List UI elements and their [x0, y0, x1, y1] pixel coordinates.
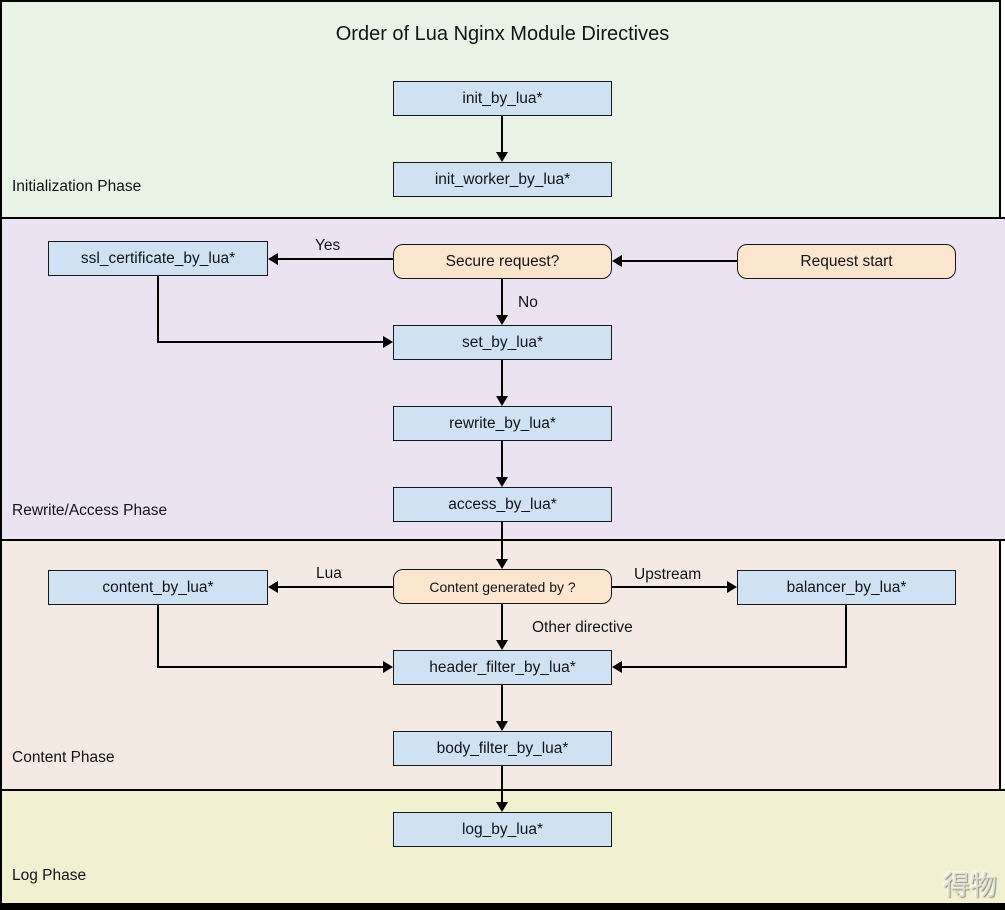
flow-node-content-generated-by: Content generated by ? — [393, 569, 612, 604]
arrowhead-icon — [612, 661, 622, 673]
arrow-secure-to-set — [501, 279, 503, 317]
arrowhead-icon — [496, 477, 508, 487]
arrow-content-by-lua-to-header-vertical — [157, 605, 159, 668]
phase-label-log: Log Phase — [12, 867, 87, 884]
arrowhead-icon — [496, 559, 508, 569]
flow-node-rewrite-by-lua: rewrite_by_lua* — [393, 406, 612, 441]
diagram-title: Order of Lua Nginx Module Directives — [335, 23, 670, 45]
edge-label-lua: Lua — [316, 565, 342, 582]
arrowhead-icon — [612, 255, 622, 267]
flow-node-content-by-lua: content_by_lua* — [48, 570, 268, 605]
arrowhead-icon — [496, 315, 508, 325]
edge-label-other-directive: Other directive — [532, 619, 633, 636]
arrow-secure-to-ssl — [278, 258, 393, 260]
edge-label-no: No — [518, 294, 538, 311]
arrowhead-icon — [383, 661, 393, 673]
arrow-set-to-rewrite — [501, 360, 503, 398]
arrow-rewrite-to-access — [501, 441, 503, 479]
edge-label-yes: Yes — [315, 237, 341, 254]
arrowhead-icon — [496, 802, 508, 812]
flow-node-access-by-lua: access_by_lua* — [393, 487, 612, 522]
flow-node-request-start: Request start — [737, 244, 956, 279]
arrowhead-icon — [268, 253, 278, 265]
arrow-ssl-to-set-vertical — [157, 276, 159, 343]
arrow-content-generated-to-content-by-lua — [278, 586, 393, 588]
phase-label-rewrite-access: Rewrite/Access Phase — [12, 502, 168, 519]
edge-label-upstream: Upstream — [634, 566, 702, 583]
arrow-request-start-to-secure — [622, 260, 737, 262]
bottom-border-bar — [0, 903, 1005, 910]
arrowhead-icon — [496, 396, 508, 406]
arrowhead-icon — [496, 640, 508, 650]
phase-label-initialization: Initialization Phase — [12, 178, 142, 195]
flow-node-init-worker-by-lua: init_worker_by_lua* — [393, 162, 612, 197]
watermark-text: 得物 — [943, 871, 997, 901]
arrow-content-generated-to-balancer — [612, 586, 728, 588]
flow-node-set-by-lua: set_by_lua* — [393, 325, 612, 360]
flow-node-secure-request: Secure request? — [393, 244, 612, 279]
flow-node-init-by-lua: init_by_lua* — [393, 81, 612, 116]
arrow-body-filter-to-log — [501, 766, 503, 804]
arrow-header-to-body-filter — [501, 685, 503, 723]
flow-node-log-by-lua: log_by_lua* — [393, 812, 612, 847]
arrowhead-icon — [268, 581, 278, 593]
flow-node-ssl-certificate-by-lua: ssl_certificate_by_lua* — [48, 241, 268, 276]
flow-node-header-filter-by-lua: header_filter_by_lua* — [393, 650, 612, 685]
arrow-balancer-to-header-horizontal — [622, 666, 847, 668]
arrow-ssl-to-set-horizontal — [157, 341, 384, 343]
arrow-access-to-content-generated — [501, 522, 503, 561]
arrowhead-icon — [727, 581, 737, 593]
flow-node-balancer-by-lua: balancer_by_lua* — [737, 570, 956, 605]
arrowhead-icon — [496, 721, 508, 731]
arrow-content-generated-to-header-filter — [501, 604, 503, 642]
arrowhead-icon — [496, 152, 508, 162]
phase-label-content: Content Phase — [12, 749, 115, 766]
arrow-init-to-init-worker — [501, 116, 503, 154]
arrowhead-icon — [383, 336, 393, 348]
arrow-content-by-lua-to-header-horizontal — [157, 666, 384, 668]
arrow-balancer-to-header-vertical — [845, 605, 847, 668]
flow-node-body-filter-by-lua: body_filter_by_lua* — [393, 731, 612, 766]
